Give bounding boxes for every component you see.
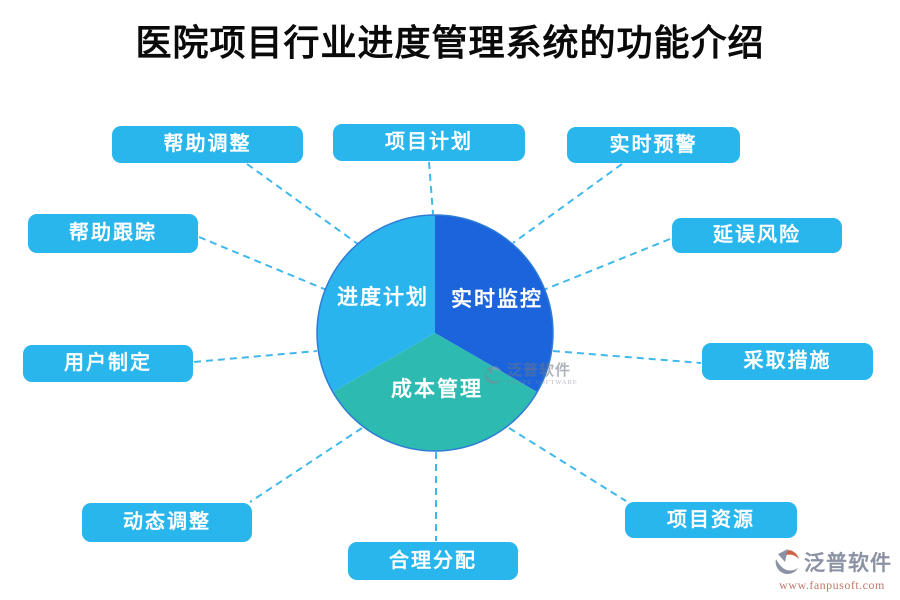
brand-name: 泛普软件 bbox=[804, 551, 892, 575]
pie-label-cost-management: 成本管理 bbox=[391, 377, 483, 401]
connector-line-take-measures bbox=[552, 350, 702, 364]
node-project-resources: 项目资源 bbox=[625, 502, 797, 538]
node-take-measures: 采取措施 bbox=[702, 343, 873, 380]
pie-slice-realtime-monitoring bbox=[435, 215, 554, 392]
node-reasonable-allocation: 合理分配 bbox=[348, 542, 518, 580]
pie-slice-cost-management bbox=[332, 333, 538, 452]
connector-line-project-resources bbox=[508, 427, 627, 502]
fanpu-logo-icon bbox=[775, 549, 799, 574]
pie-outline bbox=[316, 214, 554, 452]
connector-line-dynamic-adjust bbox=[249, 427, 363, 503]
connector-line-help-adjust bbox=[246, 163, 363, 248]
connector-lines bbox=[193, 161, 702, 541]
node-help-track: 帮助跟踪 bbox=[28, 214, 198, 253]
node-dynamic-adjust: 动态调整 bbox=[82, 503, 252, 542]
node-user-customize: 用户制定 bbox=[23, 345, 193, 382]
pie-label-realtime-monitoring: 实时监控 bbox=[451, 287, 543, 311]
pie-slice-schedule-plan bbox=[316, 215, 435, 392]
node-delay-risk: 延误风险 bbox=[672, 218, 842, 253]
node-help-adjust: 帮助调整 bbox=[112, 126, 303, 163]
connector-line-user-customize bbox=[193, 350, 318, 363]
brand-url: www.fanpusoft.com bbox=[779, 578, 885, 592]
connector-line-realtime-warning bbox=[512, 163, 623, 244]
connector-line-help-track bbox=[198, 236, 330, 292]
page-title: 医院项目行业进度管理系统的功能介绍 bbox=[135, 23, 765, 63]
connector-line-project-plan bbox=[428, 161, 434, 215]
connector-line-delay-risk bbox=[540, 238, 671, 292]
pie-label-schedule-plan: 进度计划 bbox=[337, 285, 429, 309]
brand-block: 泛普软件 www.fanpusoft.com bbox=[768, 547, 896, 593]
node-realtime-warning: 实时预警 bbox=[567, 127, 740, 163]
pie-chart: 进度计划 实时监控 成本管理 bbox=[316, 214, 554, 452]
node-project-plan: 项目计划 bbox=[333, 124, 525, 161]
brand-row: 泛普软件 bbox=[768, 547, 896, 577]
